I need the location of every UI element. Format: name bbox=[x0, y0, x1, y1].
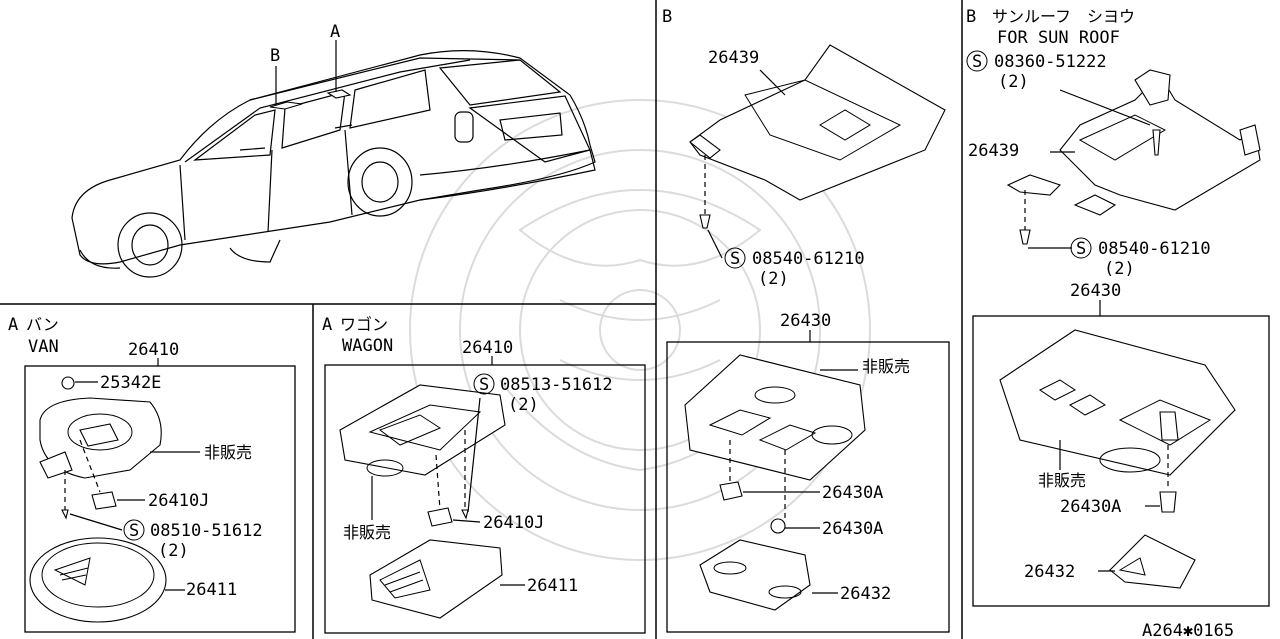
van-assembly-box bbox=[24, 365, 296, 633]
van-header-letter: A bbox=[8, 315, 18, 335]
van-not-for-sale: 非販売 bbox=[204, 443, 252, 462]
b-part-bulb-b: 26430A bbox=[822, 519, 883, 539]
sunroof-top-screw-qty: (2) bbox=[998, 72, 1029, 92]
b-header-letter: B bbox=[662, 7, 672, 27]
wagon-assembly-number: 26410 bbox=[462, 338, 513, 358]
b-part-bracket: 26439 bbox=[708, 48, 759, 68]
sunroof-lamp-drawing bbox=[999, 329, 1236, 589]
screw-symbol-icon bbox=[966, 50, 988, 72]
callout-label-b: B bbox=[270, 46, 280, 66]
van-header-en: VAN bbox=[28, 337, 59, 357]
b-part-lens: 26432 bbox=[840, 584, 891, 604]
screw-symbol-icon bbox=[473, 373, 495, 395]
screw-symbol-letter: S bbox=[479, 375, 489, 395]
b-part-screw: 08540-61210 bbox=[752, 249, 865, 269]
b-lamp-drawing bbox=[684, 354, 866, 611]
b-assembly-number: 26430 bbox=[780, 311, 831, 331]
van-lamp-housing bbox=[29, 376, 200, 623]
wagon-header-en: WAGON bbox=[342, 336, 393, 356]
sunroof-assembly-number: 26430 bbox=[1070, 281, 1121, 301]
sunroof-part-bulb: 26430A bbox=[1060, 497, 1121, 517]
wagon-assembly-box bbox=[324, 364, 646, 634]
sunroof-header-letter: B bbox=[966, 7, 976, 27]
callout-label-a: A bbox=[330, 22, 340, 42]
van-part-lens-clip: 25342E bbox=[100, 373, 161, 393]
sunroof-assembly-box bbox=[972, 315, 1270, 607]
sunroof-header-jp: サンルーフ シヨウ bbox=[992, 7, 1135, 26]
sunroof-not-for-sale: 非販売 bbox=[1038, 471, 1086, 490]
screw-symbol-icon bbox=[724, 247, 746, 269]
van-header-jp: バン bbox=[26, 315, 59, 334]
wagon-not-for-sale: 非販売 bbox=[343, 523, 391, 542]
b-part-bulb-a: 26430A bbox=[822, 483, 883, 503]
sunroof-part-lens: 26432 bbox=[1024, 562, 1075, 582]
van-part-screw: 08510-51612 bbox=[150, 521, 263, 541]
sunroof-bracket-drawing bbox=[1006, 69, 1261, 249]
van-part-lens: 26411 bbox=[186, 580, 237, 600]
screw-symbol-icon bbox=[1070, 237, 1092, 259]
b-not-for-sale: 非販売 bbox=[862, 357, 910, 376]
sunroof-header-en: FOR SUN ROOF bbox=[997, 28, 1120, 48]
sunroof-part-bracket: 26439 bbox=[968, 141, 1019, 161]
wagon-part-screw-qty: (2) bbox=[508, 395, 539, 415]
car-illustration bbox=[71, 40, 596, 278]
b-bracket-drawing bbox=[689, 44, 946, 259]
footer-code: A264✱0165 bbox=[1142, 621, 1234, 639]
b-assembly-box bbox=[666, 341, 950, 633]
van-assembly-number: 26410 bbox=[128, 340, 179, 360]
wagon-header-letter: A bbox=[322, 315, 332, 335]
sunroof-part-screw-qty: (2) bbox=[1104, 259, 1135, 279]
sunroof-top-screw: 08360-51222 bbox=[994, 52, 1107, 72]
screw-symbol-letter: S bbox=[1076, 239, 1086, 259]
screw-symbol-letter: S bbox=[730, 249, 740, 269]
screw-symbol-letter: S bbox=[129, 521, 139, 541]
screw-symbol-letter: S bbox=[972, 52, 982, 72]
sunroof-part-screw: 08540-61210 bbox=[1098, 239, 1211, 259]
van-part-bulb: 26410J bbox=[148, 491, 209, 511]
wagon-part-bulb: 26410J bbox=[483, 513, 544, 533]
wagon-header-jp: ワゴン bbox=[340, 315, 388, 334]
wagon-part-screw: 08513-51612 bbox=[500, 375, 613, 395]
wagon-part-lens: 26411 bbox=[527, 576, 578, 596]
watermark-crest bbox=[409, 99, 871, 561]
van-part-screw-qty: (2) bbox=[158, 541, 189, 561]
b-part-screw-qty: (2) bbox=[758, 269, 789, 289]
wagon-lamp-housing bbox=[339, 384, 525, 619]
screw-symbol-icon bbox=[123, 519, 145, 541]
